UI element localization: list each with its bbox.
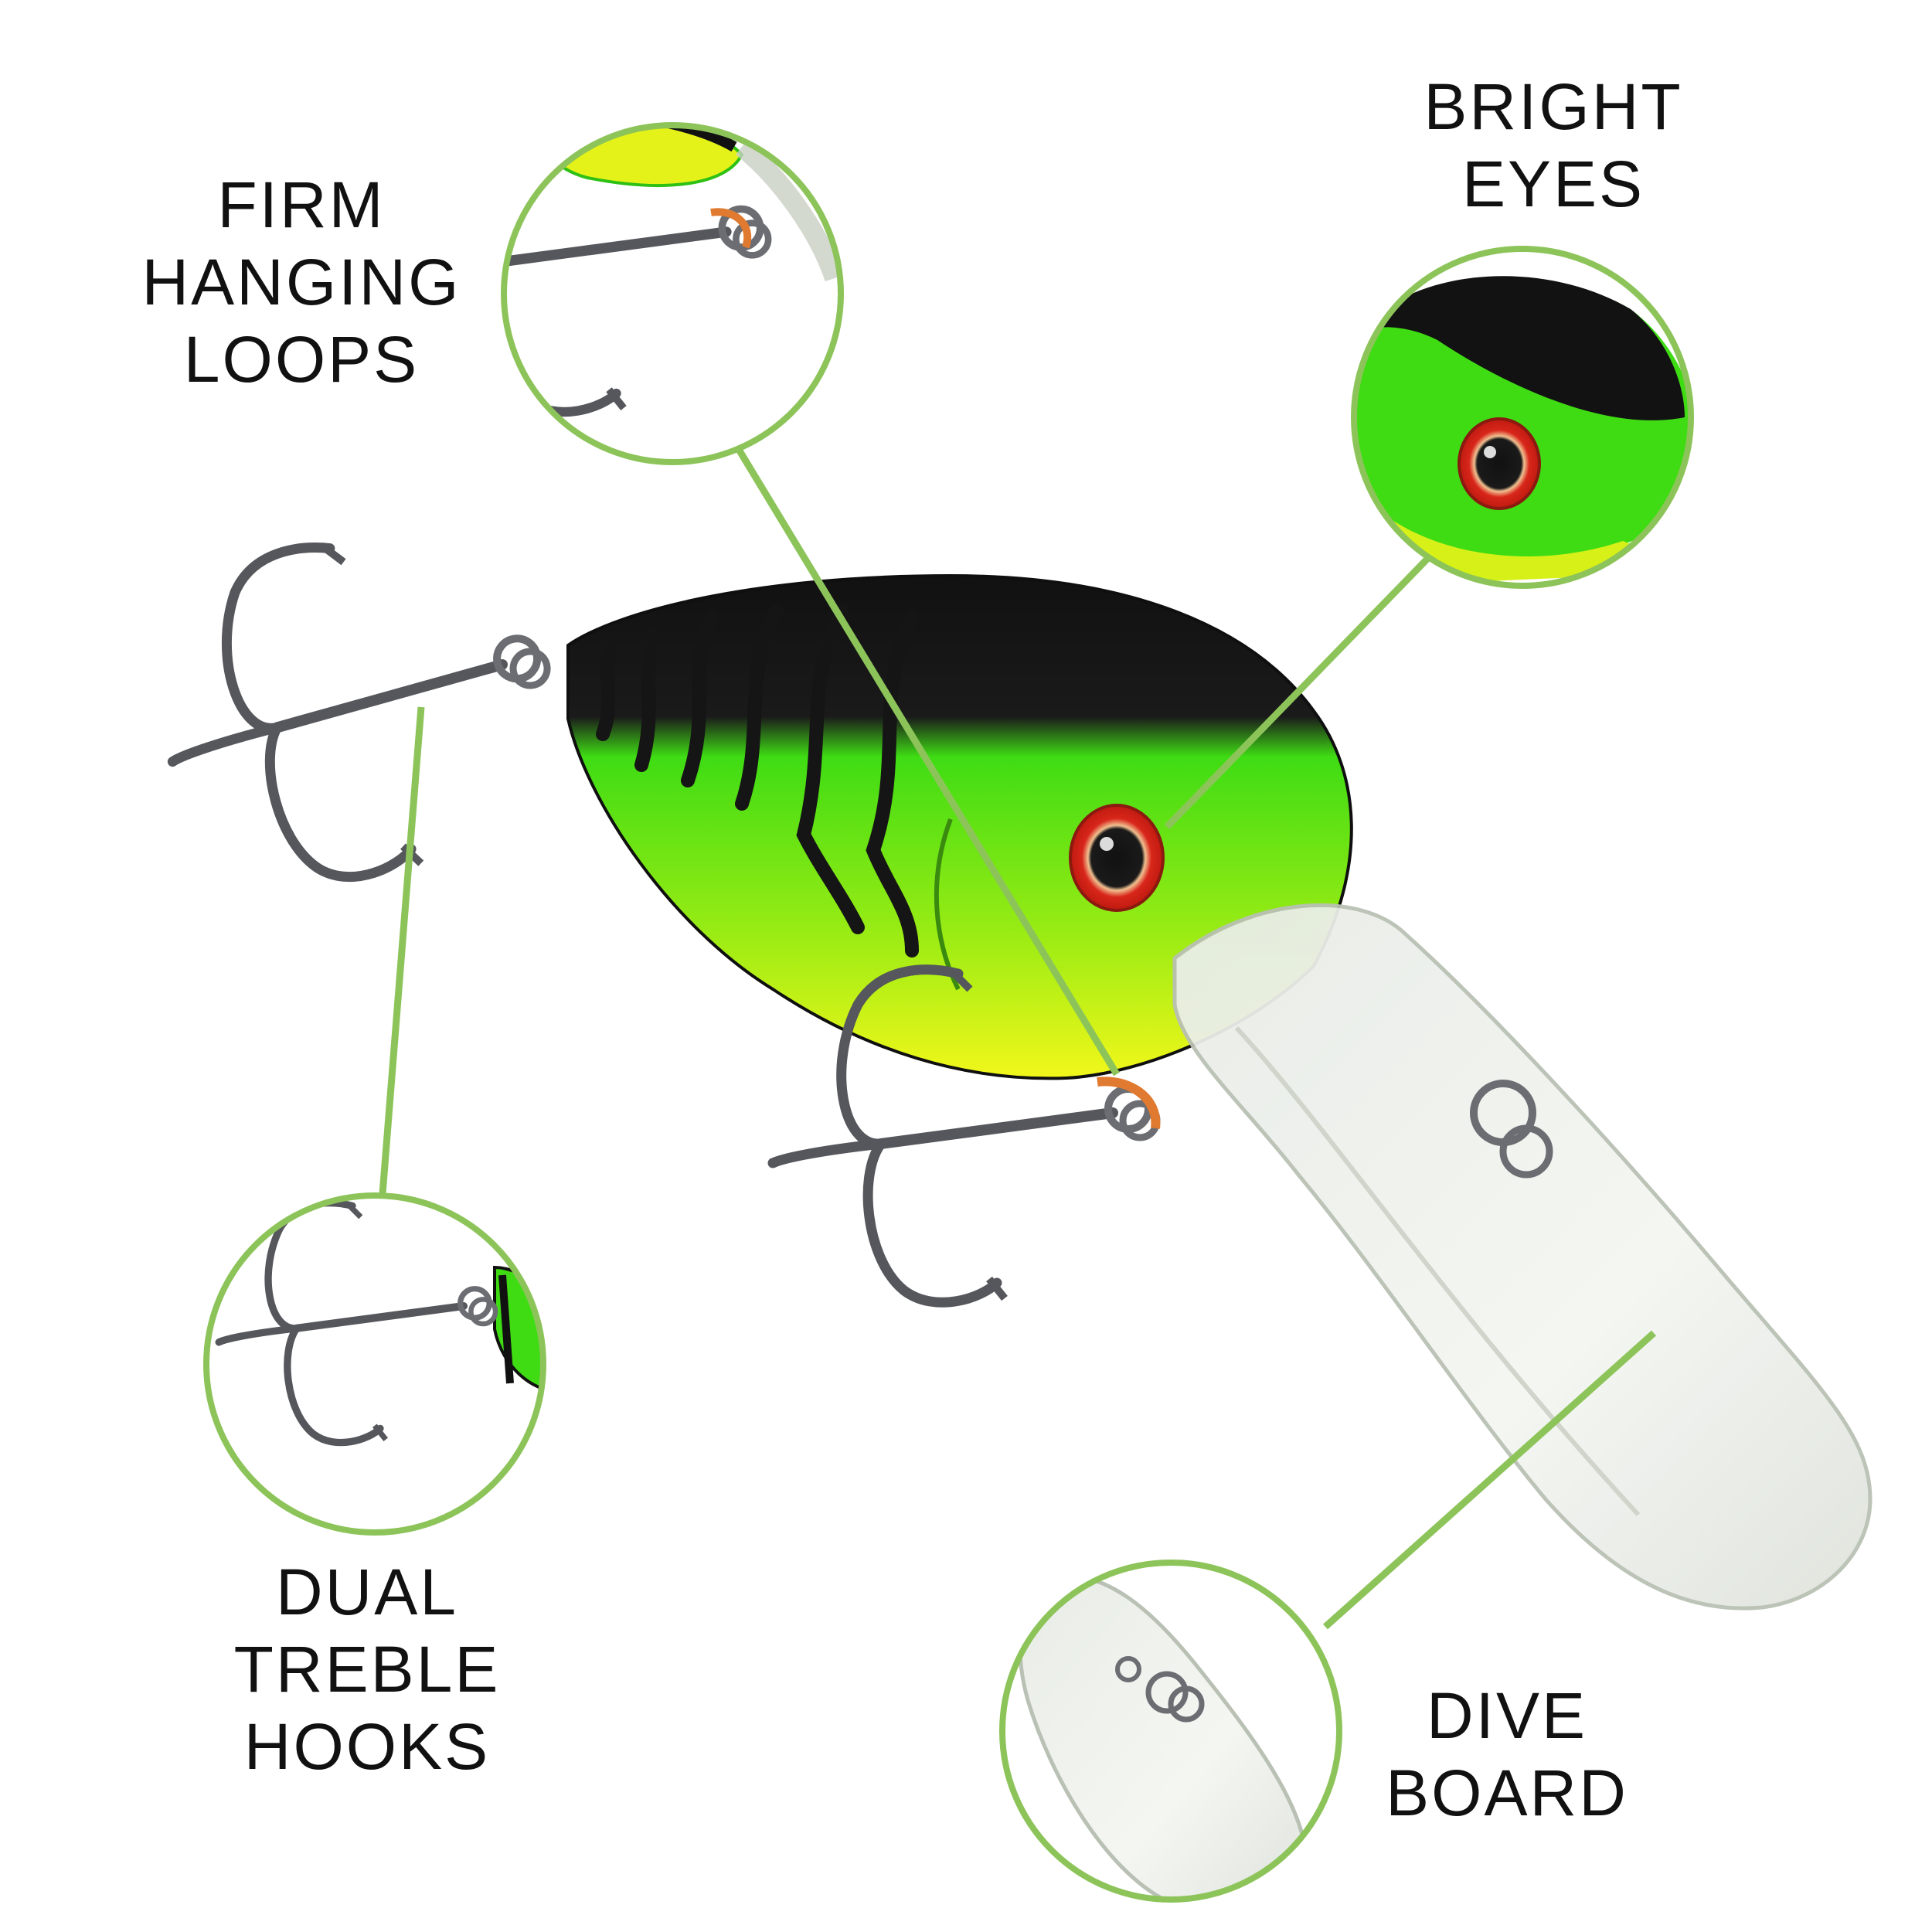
crankbait-lure-icon [146,517,1872,1611]
label-bright-eyes: BRIGHT EYES [1423,70,1683,220]
label-dual-treble-hooks: DUAL TREBLE HOOKS [233,1556,501,1783]
callout-leader-lines [379,446,1656,1630]
zoom-circle-hanging-loops [501,122,844,465]
label-dive-board: DIVE BOARD [1386,1679,1628,1829]
treble-hook-icon [146,517,573,900]
zoom-circle-dive-board [999,1560,1342,1903]
zoom-circle-treble-hooks [203,1192,546,1536]
zoom-circle-bright-eyes [1351,246,1694,589]
split-ring-icon [1470,1080,1553,1179]
label-firm-hanging-loops: FIRM HANGING LOOPS [141,168,461,396]
